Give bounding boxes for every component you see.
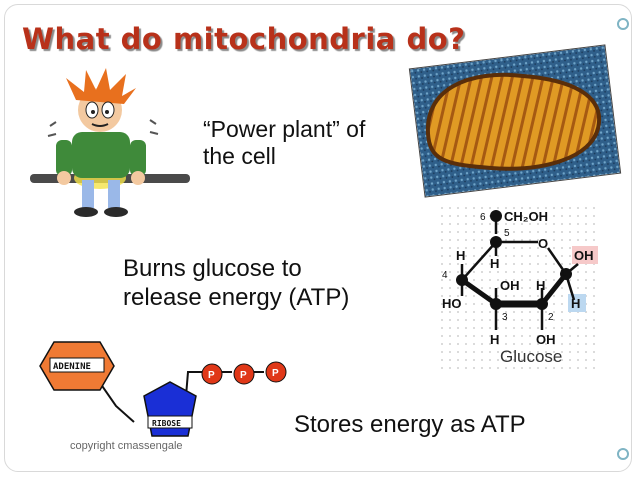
svg-text:3: 3 xyxy=(502,312,508,323)
svg-text:5: 5 xyxy=(504,228,510,239)
svg-text:H: H xyxy=(536,278,545,293)
phosphate-label-3: P xyxy=(272,368,279,379)
svg-text:1: 1 xyxy=(560,268,566,279)
svg-text:H: H xyxy=(490,256,499,271)
phosphate-label-2: P xyxy=(240,370,247,381)
adenine-label: ADENINE xyxy=(53,362,91,372)
glucose-structure-diagram: CH₂OH O H H HO OH H H OH OH H 1 2 3 4 5 … xyxy=(442,209,598,366)
point-stores-atp: Stores energy as ATP xyxy=(294,411,526,438)
ho-label: HO xyxy=(442,296,462,311)
slide-title: What do mitochondria do? xyxy=(22,22,466,56)
ch2oh-label: CH₂OH xyxy=(504,209,548,224)
svg-text:2: 2 xyxy=(548,312,554,323)
mitochondrion-micrograph-icon xyxy=(409,45,621,197)
ribose-label: RIBOSE xyxy=(152,419,181,428)
point-power-plant-line1: “Power plant” of xyxy=(203,116,366,142)
mitochondrion-photo xyxy=(408,44,622,198)
glucose-label: Glucose xyxy=(500,347,562,366)
svg-text:6: 6 xyxy=(480,212,486,223)
point-burns-glucose-line1: Burns glucose to xyxy=(123,255,302,282)
svg-text:H: H xyxy=(456,248,465,263)
slide-nav-dot-bottom xyxy=(617,448,629,460)
copyright-text: copyright cmassengale xyxy=(70,440,183,452)
phosphate-label-1: P xyxy=(208,370,215,381)
point-power-plant-line2: the cell xyxy=(203,143,276,169)
oh-right-label: OH xyxy=(574,248,594,263)
svg-text:OH: OH xyxy=(536,332,556,347)
atp-molecule-diagram: ADENINE RIBOSE P P P xyxy=(39,341,287,437)
h-right-label: H xyxy=(571,296,580,311)
oh-highlight xyxy=(572,246,598,264)
stressed-man-cartoon-icon xyxy=(30,68,190,217)
svg-text:4: 4 xyxy=(442,270,448,281)
point-burns-glucose-line2: release energy (ATP) xyxy=(123,284,350,311)
point-burns-glucose: Burns glucose to release energy (ATP) xyxy=(123,254,349,312)
svg-text:OH: OH xyxy=(500,278,520,293)
phosphate-group: P P P xyxy=(201,361,287,385)
point-power-plant: “Power plant” of the cell xyxy=(203,116,365,170)
slide-nav-dot-top xyxy=(617,18,629,30)
svg-text:H: H xyxy=(490,332,499,347)
svg-text:O: O xyxy=(538,236,548,251)
